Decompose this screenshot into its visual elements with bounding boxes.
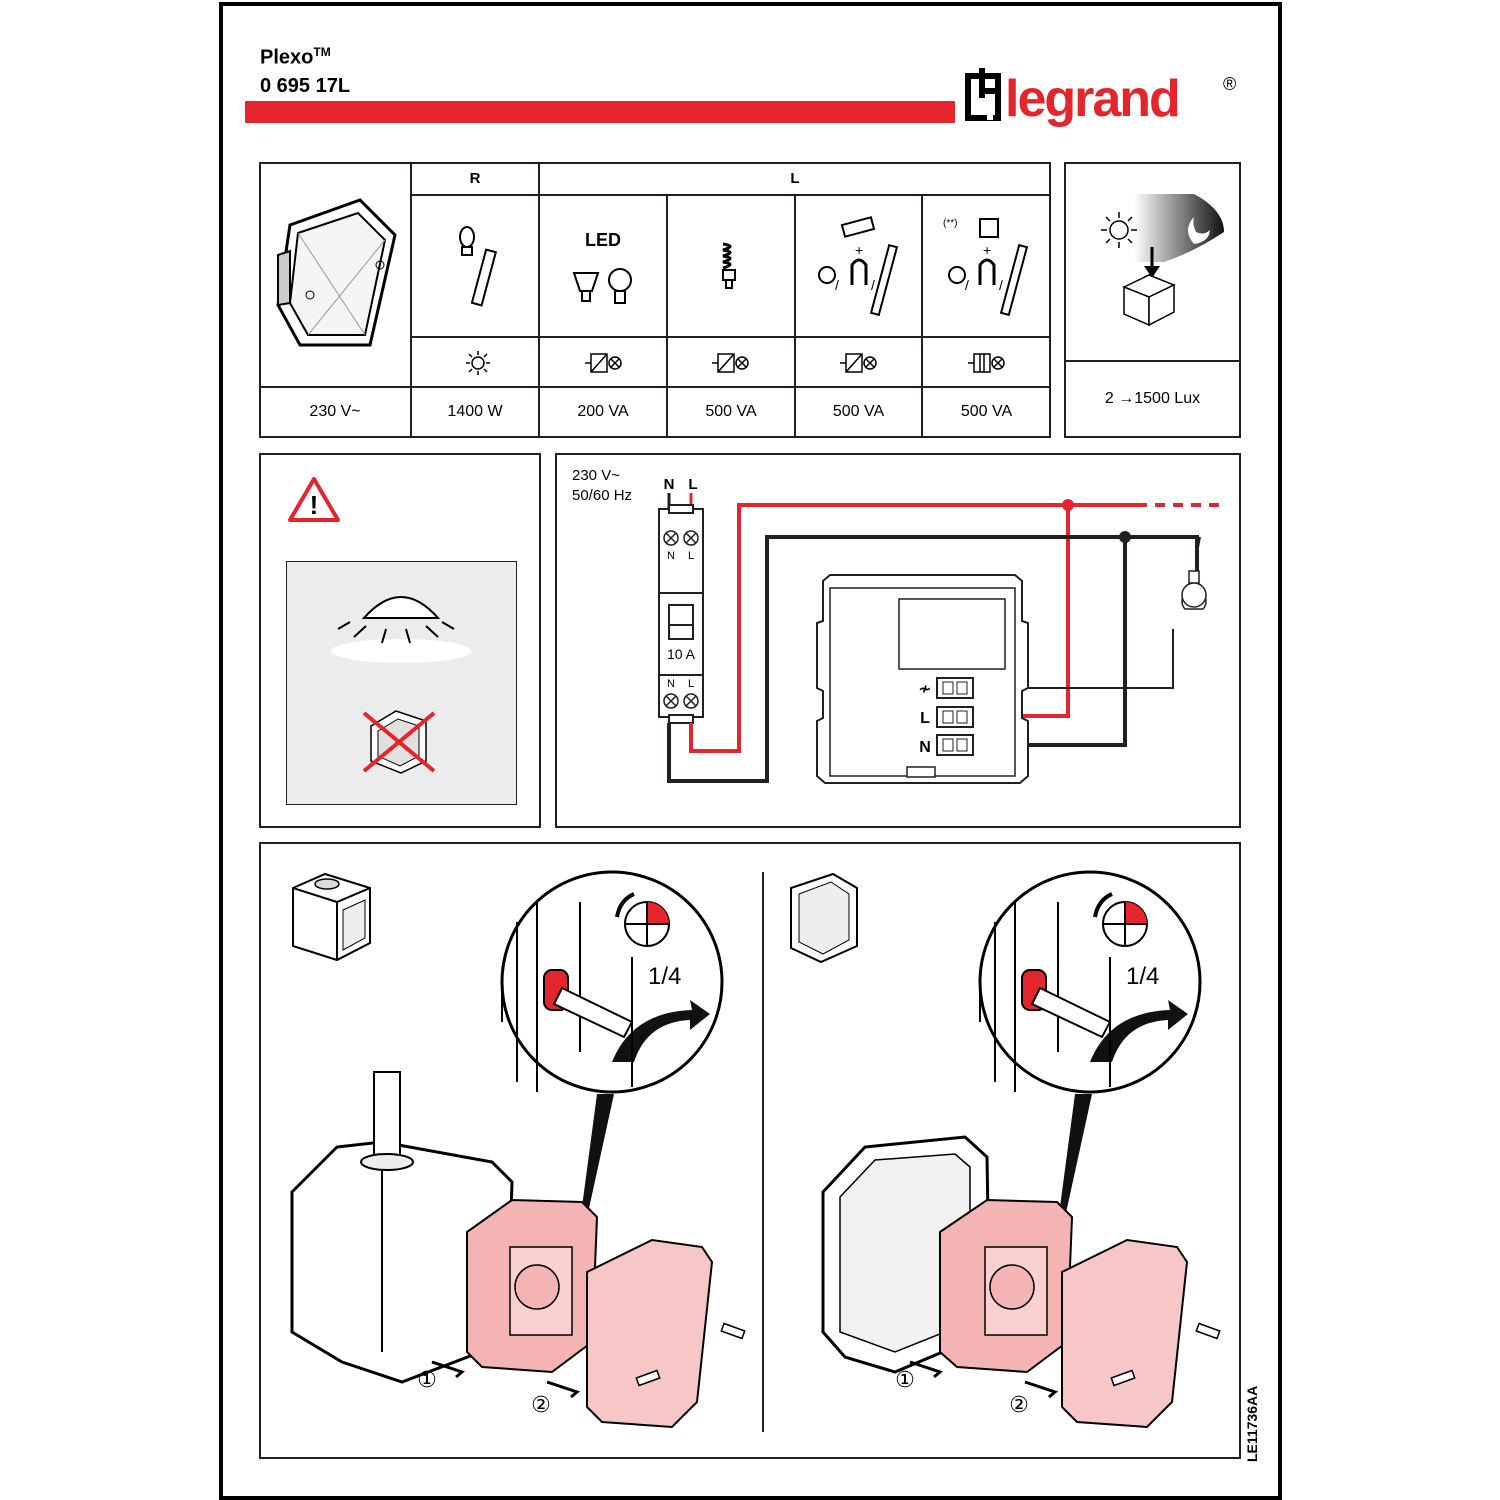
installation-step-right: 1/4 ① ② — [821, 870, 1221, 1429]
rating-resistive: 1400 W — [447, 403, 503, 420]
trademark-mark: TM — [313, 45, 331, 59]
terminal-n-label: N — [919, 739, 931, 756]
product-name: Plexo — [260, 46, 314, 69]
svg-text:N: N — [667, 678, 675, 690]
lux-range: 2 →1500 Lux — [1104, 390, 1201, 407]
header-red-bar — [245, 101, 955, 123]
product-reference: 0 695 17L — [260, 74, 351, 97]
svg-text:/: / — [835, 277, 839, 293]
electronic-driver-symbol-icon — [585, 353, 622, 373]
product-title: PlexoTM 0 695 17L — [260, 38, 350, 100]
cfl-lamp-icon — [722, 242, 736, 289]
rating-electronic-transformer: 500 VA — [832, 403, 885, 420]
wiring-diagram: N L N L N L 10 A — [658, 476, 1221, 784]
group-r-label: R — [469, 170, 481, 187]
lux-panel-graphic — [1064, 194, 1241, 362]
rating-ferromagnetic-transformer: 500 VA — [960, 403, 1013, 420]
breaker-top-terminals — [663, 530, 699, 709]
step-1-marker-2: ① — [895, 1367, 915, 1392]
rotate-arrow-icon — [612, 1000, 710, 1062]
electronic-driver-symbol-icon-2 — [712, 353, 749, 373]
detector-device-icon — [276, 198, 397, 347]
warning-triangle-icon: ! — [288, 477, 340, 522]
svg-text:+: + — [983, 242, 991, 258]
svg-text:/: / — [871, 277, 875, 293]
svg-text:N: N — [667, 550, 675, 562]
ferromagnetic-transformer-lamps-icon: + / / — [948, 218, 1029, 317]
rotate-arrow-icon-2 — [1090, 1000, 1188, 1062]
detector-module — [816, 574, 1029, 784]
svg-text:!: ! — [310, 490, 319, 520]
electronic-transformer-symbol-icon — [840, 353, 877, 373]
electronic-transformer-lamps-icon: + / / — [818, 216, 899, 317]
svg-text:1/4: 1/4 — [1126, 963, 1159, 990]
supply-l-label: L — [688, 476, 697, 493]
terminal-l-label: L — [920, 710, 930, 727]
led-bulbs-icon — [572, 268, 632, 304]
legrand-logo: legrand ® — [965, 68, 1236, 128]
terminal-block — [936, 677, 974, 756]
supply-spec: 230 V~ 50/60 Hz — [572, 466, 632, 506]
svg-text:/: / — [965, 277, 969, 293]
step-1-marker: ① — [417, 1367, 437, 1392]
installation-warning-drawing — [331, 596, 471, 774]
detector-cube-icon — [1122, 274, 1176, 327]
lamp-icon — [1181, 570, 1207, 610]
sun-icon — [1101, 212, 1137, 248]
quarter-turn-dial-icon-2 — [1093, 892, 1148, 947]
terminal-switched-label: ≁ — [918, 681, 931, 698]
document-code: LE11736AA — [1244, 1385, 1260, 1462]
supply-frequency: 50/60 Hz — [572, 487, 633, 504]
quarter-turn-dial-icon — [615, 892, 670, 947]
step-2-marker-2: ② — [1009, 1392, 1029, 1417]
ferromagnetic-transformer-symbol-icon — [968, 353, 1005, 373]
load-table-grid — [259, 162, 1051, 438]
note-marker: (**) — [943, 218, 958, 229]
rating-led: 200 VA — [577, 403, 629, 420]
ceiling-mount-forbidden-icon — [362, 710, 436, 774]
halogen-lamp-icon — [459, 226, 498, 307]
ceiling-light-icon — [361, 596, 441, 619]
led-label: LED — [585, 230, 621, 250]
moon-icon — [1188, 217, 1210, 244]
step-2-marker: ② — [531, 1392, 551, 1417]
legrand-mark-icon — [965, 68, 1001, 121]
voltage-rating: 230 V~ — [309, 403, 361, 420]
svg-text:+: + — [855, 242, 863, 258]
svg-text:®: ® — [1223, 74, 1236, 94]
svg-text:L: L — [688, 678, 694, 690]
supply-n-label: N — [664, 476, 675, 493]
installation-step-left: 1/4 ① ② — [290, 870, 746, 1429]
surface-box-icon — [790, 872, 858, 964]
svg-text:/: / — [999, 277, 1003, 293]
svg-text:L: L — [688, 550, 694, 562]
surface-box-with-gland-icon — [292, 872, 371, 962]
resistive-load-symbol-icon — [466, 351, 490, 375]
svg-text:1/4: 1/4 — [648, 963, 681, 990]
supply-voltage: 230 V~ — [572, 467, 620, 484]
svg-text:legrand: legrand — [1005, 70, 1179, 128]
arrow-down-icon — [1144, 266, 1160, 278]
group-l-label: L — [790, 170, 800, 187]
load-table — [259, 162, 1051, 438]
installation-divider — [762, 872, 764, 1432]
arrow-right-icon: → — [1118, 390, 1135, 407]
circuit-breaker: N L N L 10 A — [658, 504, 704, 724]
rating-cfl: 500 VA — [705, 403, 757, 420]
breaker-rating: 10 A — [667, 646, 696, 662]
